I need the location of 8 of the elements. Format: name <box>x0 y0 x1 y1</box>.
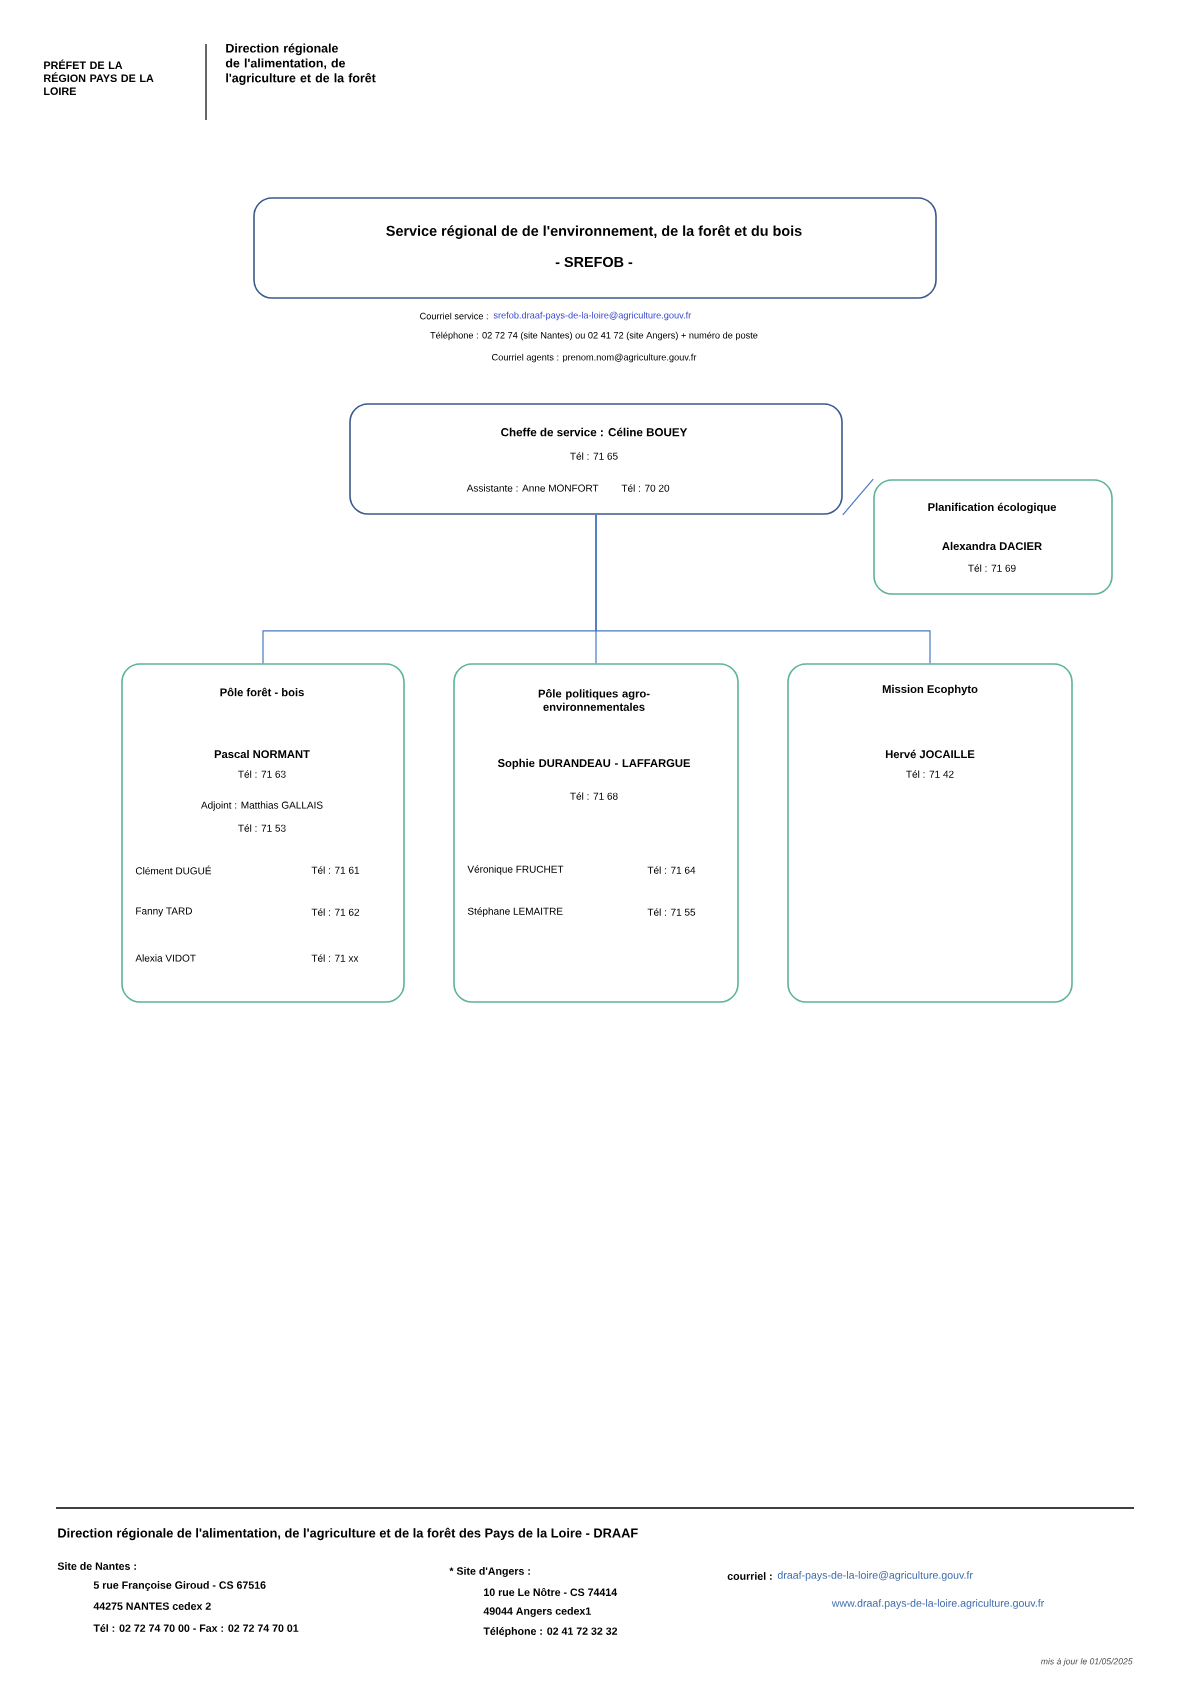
org-box <box>453 663 739 1003</box>
org-box <box>349 403 843 515</box>
connector-line <box>595 514 931 664</box>
org-box <box>253 197 937 299</box>
org-box <box>873 479 1113 595</box>
org-box <box>787 663 1073 1003</box>
org-box <box>121 663 405 1003</box>
connector-line <box>842 478 874 516</box>
